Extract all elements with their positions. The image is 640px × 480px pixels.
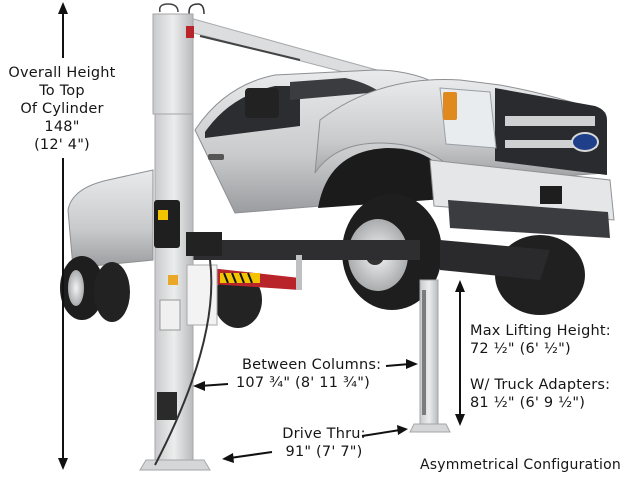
max-lifting-height-value: 72 ½" (6' ½") <box>470 341 571 357</box>
overall-height-annotation: Overall Height To Top Of Cylinder 148" (… <box>4 64 120 154</box>
left-lift-column <box>139 13 222 471</box>
overall-height-line1: Overall Height <box>8 65 116 81</box>
overall-height-line2: To Top <box>39 83 85 99</box>
right-lift-column <box>409 279 451 433</box>
truck <box>60 69 615 328</box>
configuration-caption: Asymmetrical Configuration <box>420 457 621 473</box>
drive-thru-label: Drive Thru: <box>282 426 366 442</box>
between-columns-label: Between Columns: <box>242 357 382 373</box>
between-columns-annotation: Between Columns: 107 ¾" (8' 11 ¾") <box>236 356 416 392</box>
drive-thru-annotation: Drive Thru: 91" (7' 7") <box>274 425 374 461</box>
truck-adapters-annotation: W/ Truck Adapters: 81 ½" (6' 9 ½") <box>470 376 610 412</box>
max-lift-height-arrow <box>455 280 465 426</box>
ford-badge <box>571 132 599 152</box>
between-columns-arrows <box>193 359 418 391</box>
drive-thru-arrows <box>222 425 408 463</box>
truck-adapters-label: W/ Truck Adapters: <box>470 377 611 393</box>
overall-height-inches: 148" <box>44 119 80 135</box>
overall-height-arrow <box>58 2 68 470</box>
lift-arm <box>210 255 302 290</box>
max-lifting-height-label: Max Lifting Height: <box>470 323 611 339</box>
overall-height-feet: (12' 4") <box>34 137 90 153</box>
max-lifting-height-annotation: Max Lifting Height: 72 ½" (6' ½") <box>470 322 611 358</box>
drive-thru-value: 91" (7' 7") <box>285 444 363 460</box>
between-columns-value: 107 ¾" (8' 11 ¾") <box>236 375 370 391</box>
truck-adapters-value: 81 ½" (6' 9 ½") <box>470 395 586 411</box>
overall-height-line3: Of Cylinder <box>20 101 104 117</box>
